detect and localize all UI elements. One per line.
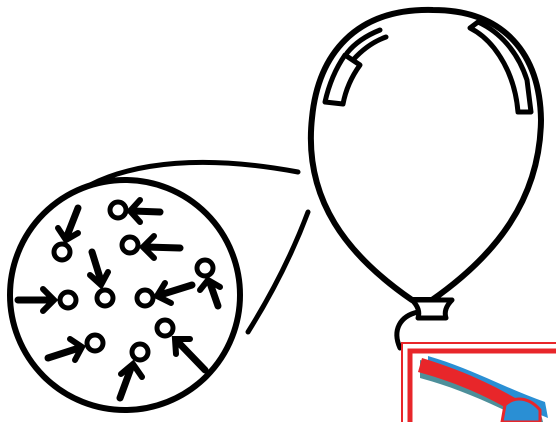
balloon-knot [412,300,452,318]
balloon [311,10,541,348]
callout-line-lower [248,212,308,332]
cropped-thumbnail [402,343,556,422]
